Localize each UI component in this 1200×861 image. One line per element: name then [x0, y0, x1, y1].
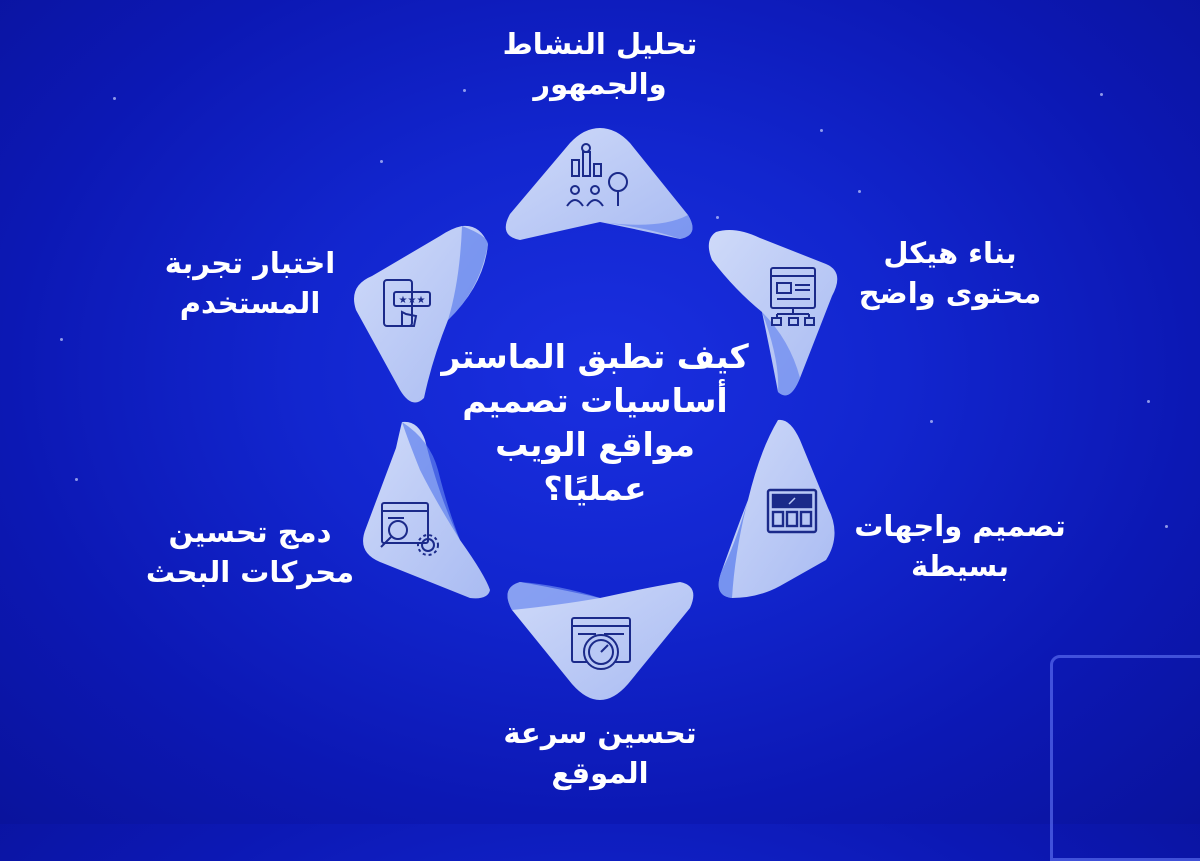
label-bottom: تحسين سرعة الموقع — [480, 713, 720, 793]
seo-gear-icon — [380, 502, 439, 556]
analytics-audience-icon — [566, 143, 628, 207]
step-3-line1: تصميم واجهات — [854, 509, 1066, 543]
petal-bottom-right — [718, 419, 835, 598]
label-bottom-right: تصميم واجهات بسيطة — [845, 506, 1075, 586]
center-title-line2: أساسيات تصميم — [462, 381, 728, 420]
step-3-line2: بسيطة — [910, 549, 1010, 583]
rating-test-icon: ★★★ — [383, 279, 431, 327]
step-4-line2: الموقع — [551, 756, 649, 790]
step-6-line1: اختبار تجربة — [164, 246, 336, 280]
interface-layout-icon — [766, 488, 818, 534]
step-6-line2: المستخدم — [179, 286, 321, 320]
center-title: كيف تطبق الماستر أساسيات تصميم مواقع الو… — [420, 335, 770, 511]
cycle-diagram: ★★★ — [354, 128, 838, 700]
center-title-line3: مواقع الويب — [495, 425, 695, 464]
center-title-line4: عمليًا؟ — [543, 469, 647, 508]
step-2-line2: محتوى واضح — [858, 276, 1042, 310]
step-2-line1: بناء هيكل — [883, 236, 1017, 270]
label-top-right: بناء هيكل محتوى واضح — [840, 233, 1060, 313]
step-1-line1: تحليل النشاط — [502, 27, 698, 61]
label-top: تحليل النشاط والجمهور — [480, 24, 720, 104]
center-title-line1: كيف تطبق الماستر — [441, 337, 749, 376]
petal-top-right — [708, 230, 838, 396]
sitemap-structure-icon — [770, 267, 816, 326]
step-4-line1: تحسين سرعة — [503, 716, 697, 750]
petal-top-left — [354, 225, 488, 403]
step-5-line2: محركات البحث — [145, 555, 355, 589]
svg-text:★★★: ★★★ — [399, 295, 426, 306]
step-1-line2: والجمهور — [533, 67, 667, 101]
speed-gauge-icon — [571, 617, 631, 670]
label-bottom-left: دمج تحسين محركات البحث — [140, 512, 360, 592]
petal-top — [505, 128, 693, 240]
label-top-left: اختبار تجربة المستخدم — [140, 243, 360, 323]
step-5-line1: دمج تحسين — [168, 515, 332, 549]
